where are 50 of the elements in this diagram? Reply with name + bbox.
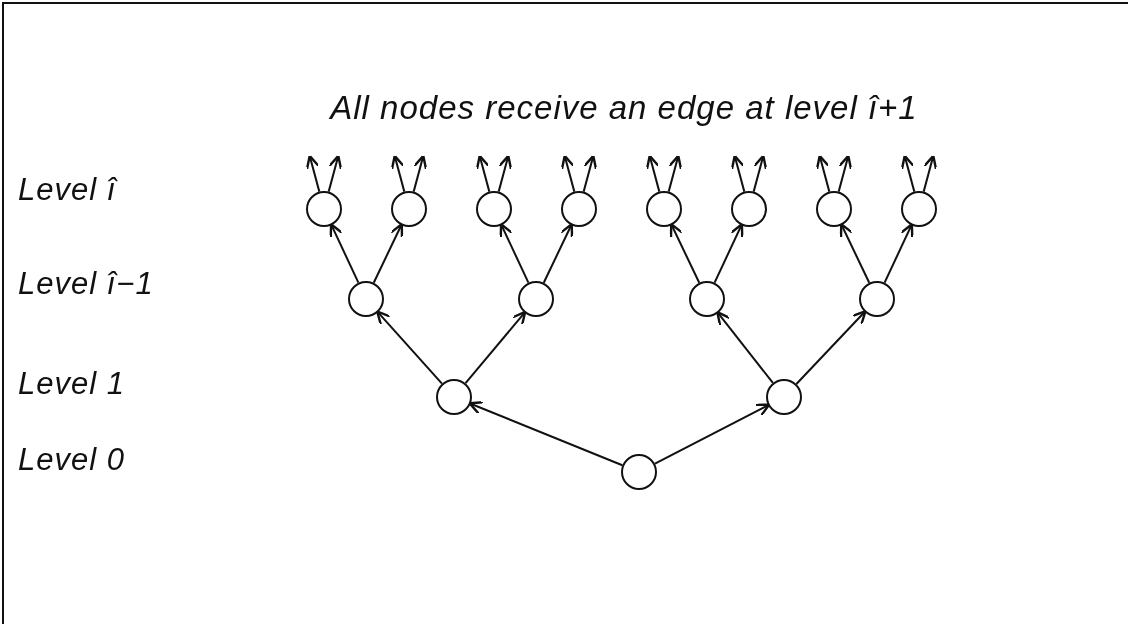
arrow	[815, 154, 831, 193]
arrow	[376, 310, 443, 385]
tree-node-circle	[391, 191, 427, 227]
arrow	[922, 154, 938, 193]
arrow	[883, 223, 914, 284]
arrow	[329, 223, 360, 284]
tree-node-circle	[348, 281, 384, 317]
arrow	[327, 154, 343, 193]
tree-node-circle	[766, 379, 802, 415]
tree-node-circle	[689, 281, 725, 317]
tree-node-circle	[476, 191, 512, 227]
tree-node-circle	[901, 191, 937, 227]
tree-node-circle	[859, 281, 895, 317]
arrow	[654, 403, 771, 465]
arrow	[839, 222, 871, 284]
arrow	[497, 154, 513, 193]
arrow	[560, 154, 576, 193]
arrow	[752, 154, 768, 193]
arrow	[305, 154, 321, 193]
arrow	[542, 222, 574, 284]
arrow	[713, 223, 744, 284]
arrow	[795, 310, 867, 385]
arrow	[468, 401, 624, 467]
arrow	[372, 222, 404, 284]
tree-node-circle	[561, 191, 597, 227]
arrow	[837, 154, 853, 193]
tree-node-circle	[731, 191, 767, 227]
tree-node-circle	[436, 379, 472, 415]
arrow	[475, 154, 491, 193]
arrow	[900, 154, 916, 193]
tree-node-circle	[518, 281, 554, 317]
arrow	[645, 154, 661, 193]
arrow	[390, 154, 406, 193]
tree-node-circle	[306, 191, 342, 227]
arrow	[669, 222, 701, 284]
arrow	[464, 310, 527, 385]
arrow	[412, 154, 428, 193]
arrow	[582, 154, 598, 193]
tree-node-circle	[621, 454, 657, 490]
arrow	[499, 223, 530, 284]
diagram-title: All nodes receive an edge at level î+1	[328, 89, 919, 127]
arrow	[667, 154, 683, 193]
level-label: Level î−1	[18, 266, 154, 302]
tree-node-circle	[646, 191, 682, 227]
level-label: Level 0	[18, 442, 125, 478]
level-label: Level î	[18, 172, 117, 208]
tree-node-circle	[816, 191, 852, 227]
arrow	[716, 311, 774, 384]
arrow	[730, 154, 746, 193]
level-label: Level 1	[18, 366, 125, 402]
